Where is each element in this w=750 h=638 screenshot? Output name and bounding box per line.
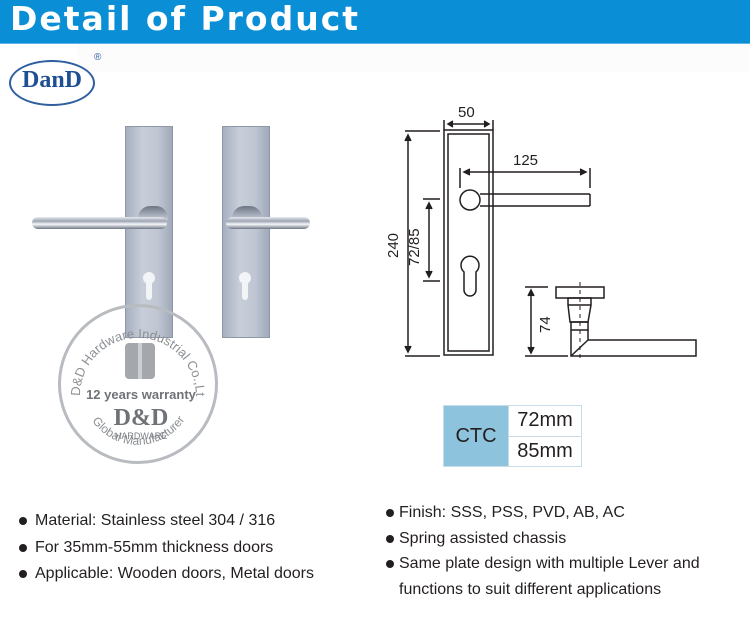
dim-plate-width: 50: [458, 104, 475, 121]
feature-item-continuation: functions to suit different applications: [399, 580, 662, 598]
bullet-icon: [19, 517, 27, 525]
left-keyhole-icon: [143, 272, 155, 300]
ctc-label: CTC: [443, 405, 509, 467]
header-shadow-bar: [78, 44, 750, 72]
right-handle-plate: [222, 126, 270, 338]
bullet-icon: [19, 570, 27, 578]
warranty-stamp: D&D Hardware Industrial Co.,Ltd Global M…: [58, 304, 218, 464]
header-banner: Detail of Product: [0, 0, 750, 44]
stamp-subbrand-text: HARDWARE: [114, 431, 168, 441]
feature-item: Material: Stainless steel 304 / 316: [19, 508, 314, 535]
brand-logo: DanD: [9, 60, 95, 108]
left-handle-lever: [32, 217, 167, 229]
right-keyhole-icon: [239, 272, 251, 300]
right-handle-lever: [226, 217, 310, 229]
stamp-logo-icon: [125, 343, 155, 379]
feature-item: Same plate design with multiple Lever an…: [386, 551, 700, 577]
product-photo: [20, 120, 310, 350]
ctc-value-72: 72mm: [508, 405, 582, 437]
logo-text: DanD: [21, 67, 82, 93]
ctc-table: CTC 72mm 85mm: [443, 405, 582, 467]
technical-drawing: 50 125 240 72/85 74: [380, 100, 720, 370]
right-handle-rose: [232, 206, 262, 220]
feature-item: Applicable: Wooden doors, Metal doors: [19, 561, 314, 588]
feature-item: Spring assisted chassis: [386, 526, 700, 552]
bullet-icon: [386, 560, 394, 568]
dim-center-to-center: 72/85: [406, 228, 423, 266]
registered-mark-icon: ®: [94, 52, 102, 63]
logo-oval-icon: [9, 60, 95, 106]
ctc-value-85: 85mm: [508, 435, 582, 467]
stamp-brand-text: D&D: [113, 405, 169, 431]
bullet-icon: [386, 534, 394, 543]
feature-list-left: Material: Stainless steel 304 / 316 For …: [19, 508, 314, 588]
feature-list-right: Finish: SSS, PSS, PVD, AB, AC Spring ass…: [386, 500, 700, 602]
bullet-icon: [19, 543, 27, 552]
left-handle-rose: [138, 206, 168, 220]
stamp-warranty-text: 12 years warranty: [86, 387, 196, 402]
bullet-icon: [386, 509, 394, 517]
page-title: Detail of Product: [10, 0, 361, 38]
dim-plate-height: 240: [385, 232, 402, 258]
dim-lever-length: 125: [513, 152, 539, 169]
dim-projection: 74: [537, 316, 554, 333]
feature-item: Finish: SSS, PSS, PVD, AB, AC: [386, 500, 700, 526]
feature-item: For 35mm-55mm thickness doors: [19, 535, 314, 562]
